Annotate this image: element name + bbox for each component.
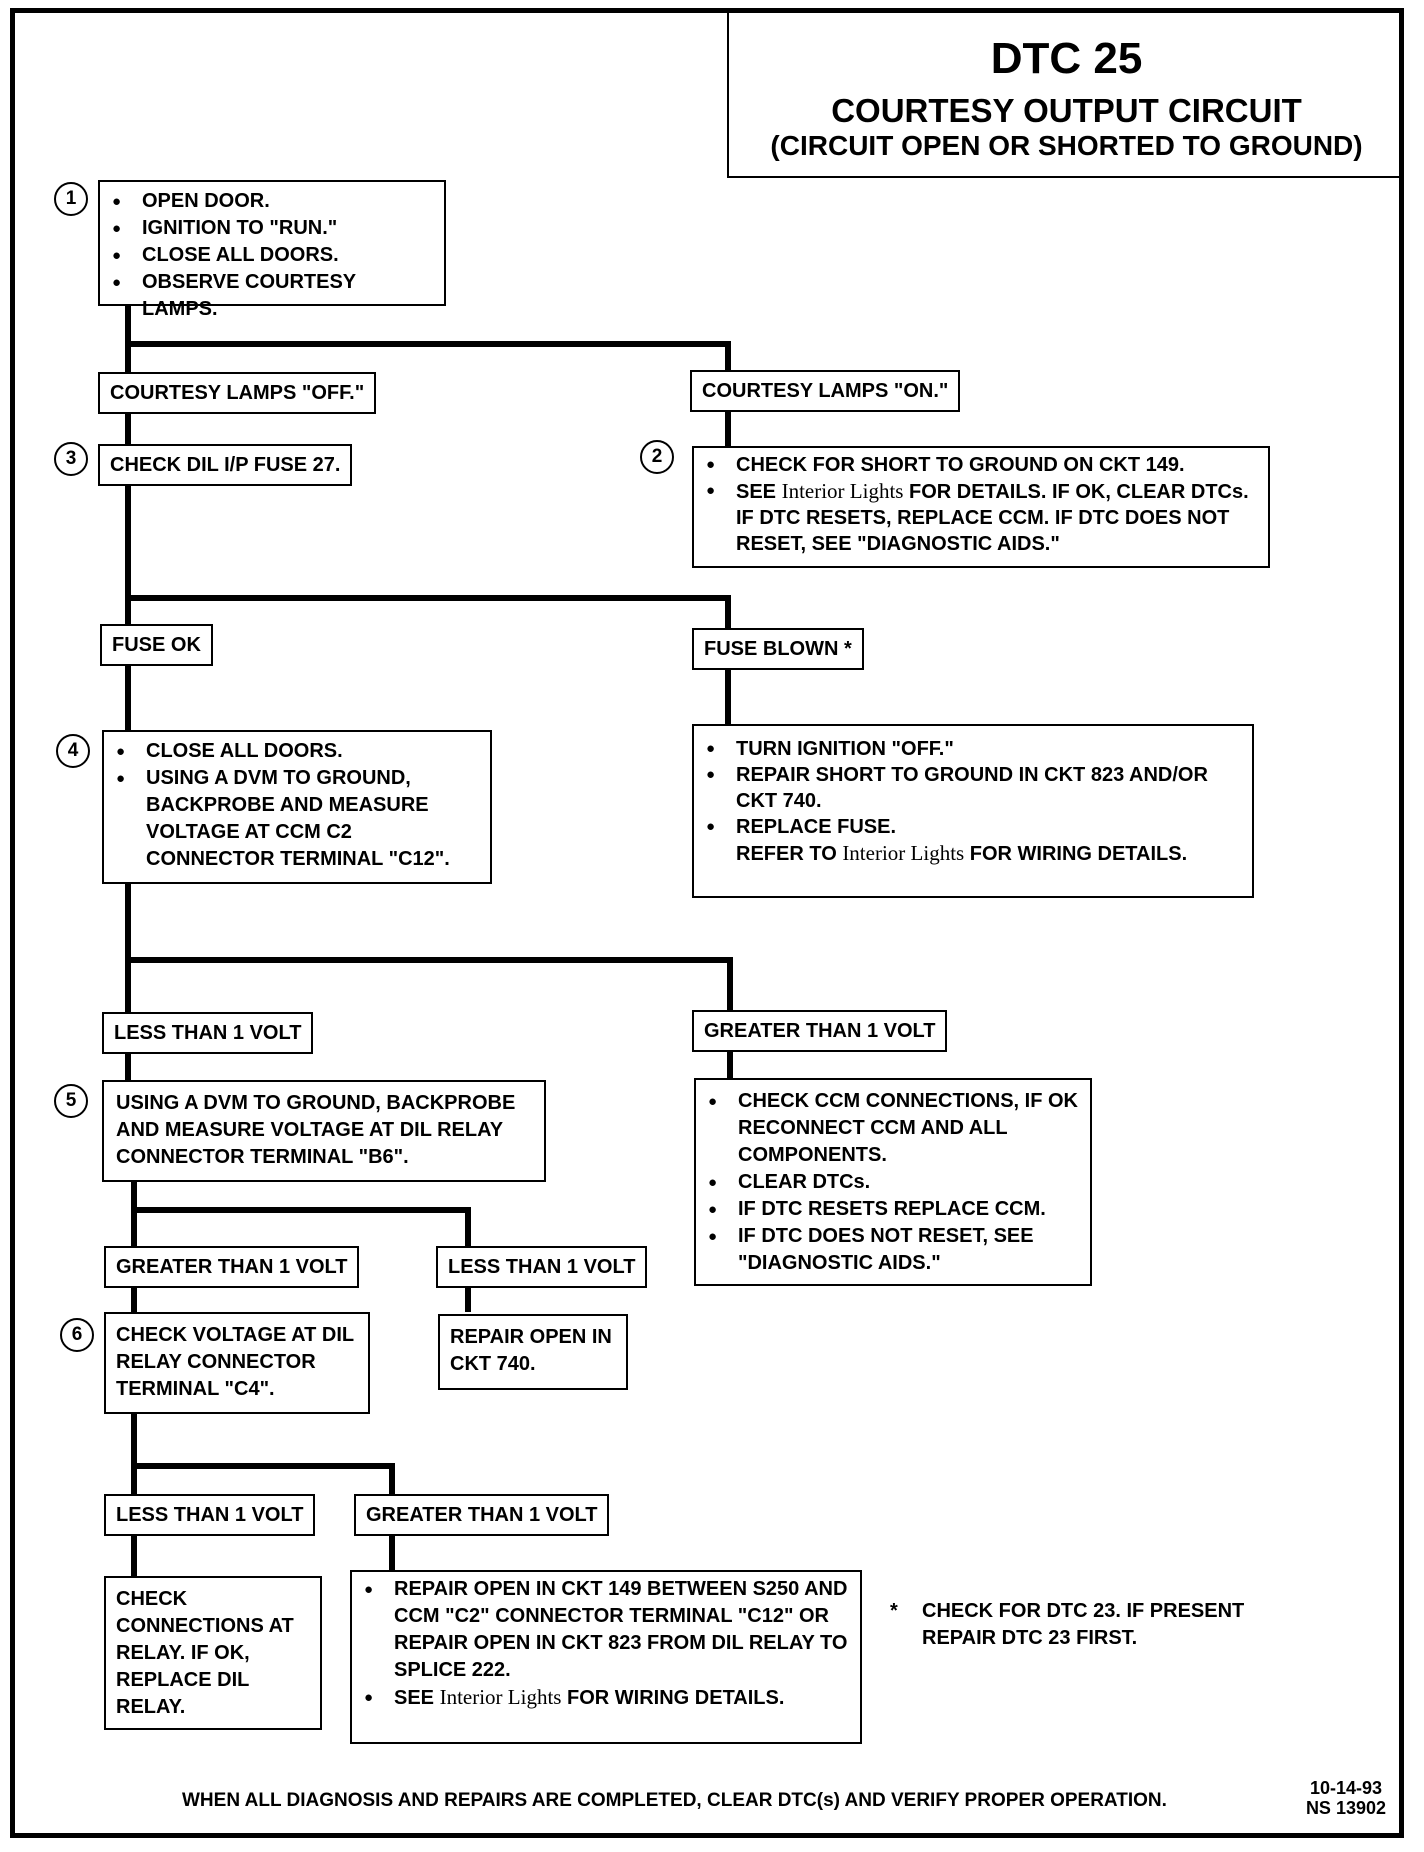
step-marker-6: 6 bbox=[60, 1318, 94, 1352]
title-block: DTC 25 COURTESY OUTPUT CIRCUIT (CIRCUIT … bbox=[727, 8, 1404, 178]
less-than-1-volt-label: LESS THAN 1 VOLT bbox=[436, 1246, 648, 1288]
step2-text-pre: SEE bbox=[736, 481, 782, 503]
fuse-blown-item: TURN IGNITION "OFF." bbox=[704, 736, 1242, 762]
step1-item: CLOSE ALL DOORS. bbox=[110, 242, 434, 269]
step4-item: CLOSE ALL DOORS. bbox=[114, 738, 480, 765]
footer-instruction: WHEN ALL DIAGNOSIS AND REPAIRS ARE COMPL… bbox=[182, 1790, 1167, 1811]
interior-lights-ref: Interior Lights bbox=[781, 479, 904, 503]
ccm-check-item: IF DTC RESETS REPLACE CCM. bbox=[706, 1196, 1080, 1223]
greater-than-1-volt-label: GREATER THAN 1 VOLT bbox=[354, 1494, 610, 1536]
repair149-item: REPAIR OPEN IN CKT 149 BETWEEN S250 AND … bbox=[362, 1576, 850, 1684]
step-marker-1: 1 bbox=[54, 182, 88, 216]
ccm-check-item: IF DTC DOES NOT RESET, SEE "DIAGNOSTIC A… bbox=[706, 1223, 1080, 1277]
footnote-mark: * bbox=[890, 1600, 898, 1622]
page-frame bbox=[10, 8, 1404, 1838]
dtc-number: DTC 25 bbox=[990, 34, 1143, 83]
doc-number: NS 13902 bbox=[1305, 1798, 1386, 1818]
repair-ckt149-box: REPAIR OPEN IN CKT 149 BETWEEN S250 AND … bbox=[350, 1570, 862, 1744]
ccm-check-box: CHECK CCM CONNECTIONS, IF OK RECONNECT C… bbox=[694, 1078, 1092, 1286]
step2-text-post: FOR DETAILS. IF OK, CLEAR DTCs. IF DTC R… bbox=[736, 481, 1249, 555]
step-marker-3: 3 bbox=[54, 442, 88, 476]
repair149-item: SEE Interior Lights FOR WIRING DETAILS. bbox=[362, 1684, 850, 1712]
check-relay-box: CHECK CONNECTIONS AT RELAY. IF OK, REPLA… bbox=[104, 1576, 322, 1730]
step-marker-4: 4 bbox=[56, 734, 90, 768]
step3-box: CHECK DIL I/P FUSE 27. bbox=[98, 444, 353, 486]
fuse-ok-label: FUSE OK bbox=[100, 624, 213, 666]
footnote-text: CHECK FOR DTC 23. IF PRESENT REPAIR DTC … bbox=[922, 1600, 1245, 1649]
fuse-blown-item: REPAIR SHORT TO GROUND IN CKT 823 AND/OR… bbox=[704, 762, 1242, 814]
doc-code: 10-14-93 NS 13902 bbox=[1306, 1778, 1386, 1818]
connector-13 bbox=[131, 1182, 471, 1248]
interior-lights-ref: Interior Lights bbox=[439, 1685, 562, 1709]
see-text-pre: SEE bbox=[394, 1687, 440, 1709]
step4-item: USING A DVM TO GROUND, BACKPROBE AND MEA… bbox=[114, 765, 480, 873]
fuse-blown-action-box: TURN IGNITION "OFF." REPAIR SHORT TO GRO… bbox=[692, 724, 1254, 898]
refer-text-pre: REFER TO bbox=[736, 843, 843, 865]
step2-box: CHECK FOR SHORT TO GROUND ON CKT 149. SE… bbox=[692, 446, 1270, 568]
step6-box: CHECK VOLTAGE AT DIL RELAY CONNECTOR TER… bbox=[104, 1312, 370, 1414]
step5-box: USING A DVM TO GROUND, BACKPROBE AND MEA… bbox=[102, 1080, 546, 1182]
step1-box: OPEN DOOR. IGNITION TO "RUN." CLOSE ALL … bbox=[98, 180, 446, 320]
step4-box: CLOSE ALL DOORS. USING A DVM TO GROUND, … bbox=[102, 730, 492, 884]
replace-fuse-text: REPLACE FUSE. bbox=[736, 816, 897, 838]
step1-item: OBSERVE COURTESY LAMPS. bbox=[110, 269, 434, 323]
step2-item: SEE Interior Lights FOR DETAILS. IF OK, … bbox=[704, 478, 1258, 557]
step-marker-5: 5 bbox=[54, 1084, 88, 1118]
ccm-check-item: CLEAR DTCs. bbox=[706, 1169, 1080, 1196]
see-text-post: FOR WIRING DETAILS. bbox=[561, 1687, 785, 1709]
less-than-1-volt-label: LESS THAN 1 VOLT bbox=[104, 1494, 316, 1536]
less-than-1-volt-label: LESS THAN 1 VOLT bbox=[102, 1012, 314, 1054]
repair-ckt740-box: REPAIR OPEN IN CKT 740. bbox=[438, 1314, 628, 1390]
connector-5 bbox=[125, 484, 731, 634]
connector-1 bbox=[125, 306, 731, 382]
step1-item: OPEN DOOR. bbox=[110, 188, 434, 215]
lamps-off-label: COURTESY LAMPS "OFF." bbox=[98, 372, 377, 414]
step-marker-2: 2 bbox=[640, 440, 674, 474]
lamps-on-label: COURTESY LAMPS "ON." bbox=[690, 370, 961, 412]
fuse-blown-item: REPLACE FUSE. REFER TO Interior Lights FO… bbox=[704, 814, 1242, 867]
connector-17 bbox=[131, 1412, 395, 1494]
refer-text-post: FOR WIRING DETAILS. bbox=[964, 843, 1188, 865]
connector-9 bbox=[125, 884, 733, 1012]
greater-than-1-volt-label: GREATER THAN 1 VOLT bbox=[692, 1010, 948, 1052]
interior-lights-ref: Interior Lights bbox=[842, 841, 965, 865]
circuit-name: COURTESY OUTPUT CIRCUIT bbox=[831, 92, 1302, 129]
greater-than-1-volt-label: GREATER THAN 1 VOLT bbox=[104, 1246, 360, 1288]
step2-item: CHECK FOR SHORT TO GROUND ON CKT 149. bbox=[704, 452, 1258, 478]
circuit-condition: (CIRCUIT OPEN OR SHORTED TO GROUND) bbox=[770, 130, 1363, 161]
doc-date: 10-14-93 bbox=[1309, 1778, 1382, 1798]
step1-item: IGNITION TO "RUN." bbox=[110, 215, 434, 242]
fuse-blown-label: FUSE BLOWN * bbox=[692, 628, 864, 670]
ccm-check-item: CHECK CCM CONNECTIONS, IF OK RECONNECT C… bbox=[706, 1088, 1080, 1169]
